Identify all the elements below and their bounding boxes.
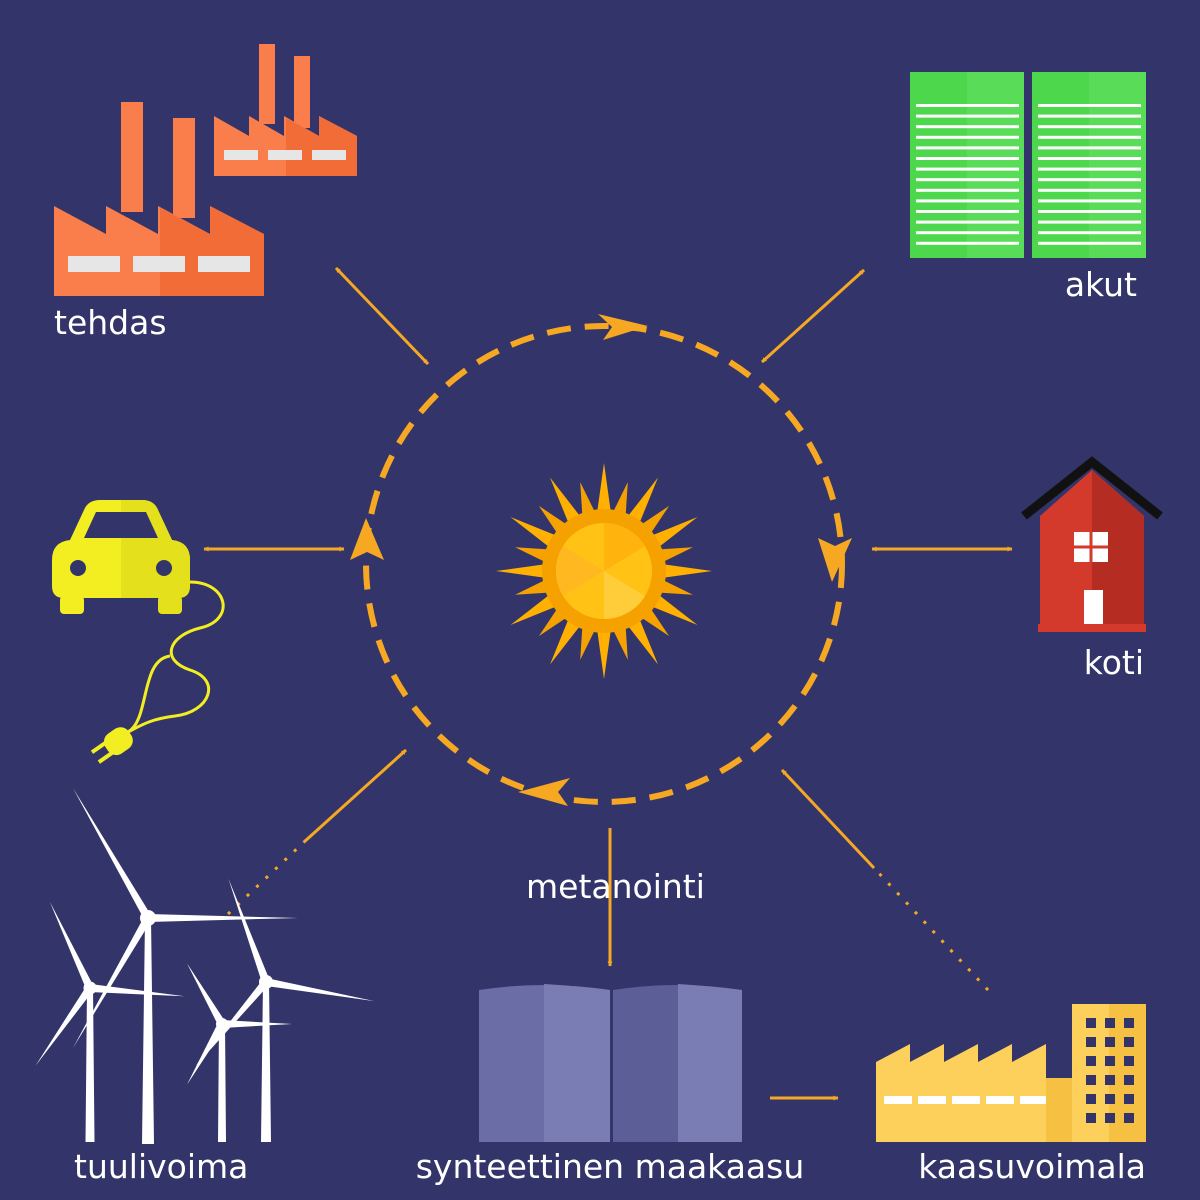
dotted-gasplant-link <box>872 866 990 992</box>
energy-cycle-ring <box>350 314 852 806</box>
cycle-direction-arrow-bottom <box>518 778 570 806</box>
wind-label: tuulivoima <box>74 1147 248 1186</box>
cycle-direction-arrow-top <box>598 314 648 340</box>
battery-icon <box>910 72 1146 258</box>
factory-label: tehdas <box>54 303 167 342</box>
dotted-wind-link <box>226 840 306 916</box>
electric-car-icon <box>52 500 225 764</box>
factory-icon <box>54 44 357 296</box>
arrow-wind-cycle <box>302 748 408 844</box>
gas-storage-icon <box>479 984 742 1142</box>
cycle-direction-arrow-left <box>350 518 384 560</box>
house-icon <box>1021 456 1163 632</box>
synthetic-gas-label: synteettinen maakaasu <box>416 1147 805 1186</box>
wind-turbine-icon <box>35 788 375 1144</box>
sun-icon <box>496 463 712 679</box>
home-label: koti <box>1084 643 1144 682</box>
gas-power-plant-icon <box>876 1004 1146 1142</box>
arrow-gasplant-cycle <box>780 768 876 870</box>
connector-arrows <box>203 266 1013 1101</box>
arrow-batteries-cycle <box>760 268 866 364</box>
methanation-label: metanointi <box>526 867 705 906</box>
cycle-direction-arrow-right <box>818 538 852 582</box>
gas-plant-label: kaasuvoimala <box>918 1147 1146 1186</box>
arrow-factory-cycle <box>334 266 430 366</box>
batteries-label: akut <box>1065 265 1137 304</box>
